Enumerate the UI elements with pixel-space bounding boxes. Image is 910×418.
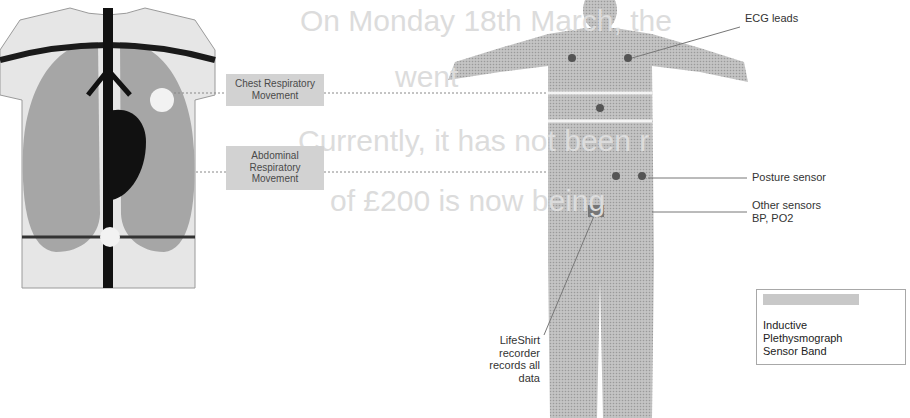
watermark-text: of £200 is now being xyxy=(330,186,605,216)
shirt-illustration xyxy=(0,8,215,288)
watermark-text: went xyxy=(395,62,458,92)
part-label: Other sensors BP, PO2 xyxy=(752,199,828,224)
label-leaders xyxy=(544,27,747,335)
watermark-text: On Monday 18th March, the xyxy=(300,6,672,36)
blurred-heading-bar xyxy=(763,294,859,305)
part-label: Posture sensor xyxy=(752,171,862,184)
grey-label-box: Abdominal Respiratory Movement xyxy=(226,146,324,190)
box-text: Abdominal Respiratory Movement xyxy=(229,150,321,185)
part-label: LifeShirt recorder records all data xyxy=(486,334,540,385)
watermark-text: Currently, it has not been r xyxy=(298,126,649,156)
box-text: Chest Respiratory Movement xyxy=(229,78,321,101)
key-box: Inductive Plethysmograph Sensor Band xyxy=(756,289,906,365)
box-text: Inductive Plethysmograph Sensor Band xyxy=(763,319,855,359)
part-label: ECG leads xyxy=(745,12,825,25)
grey-label-box: Chest Respiratory Movement xyxy=(226,74,324,106)
